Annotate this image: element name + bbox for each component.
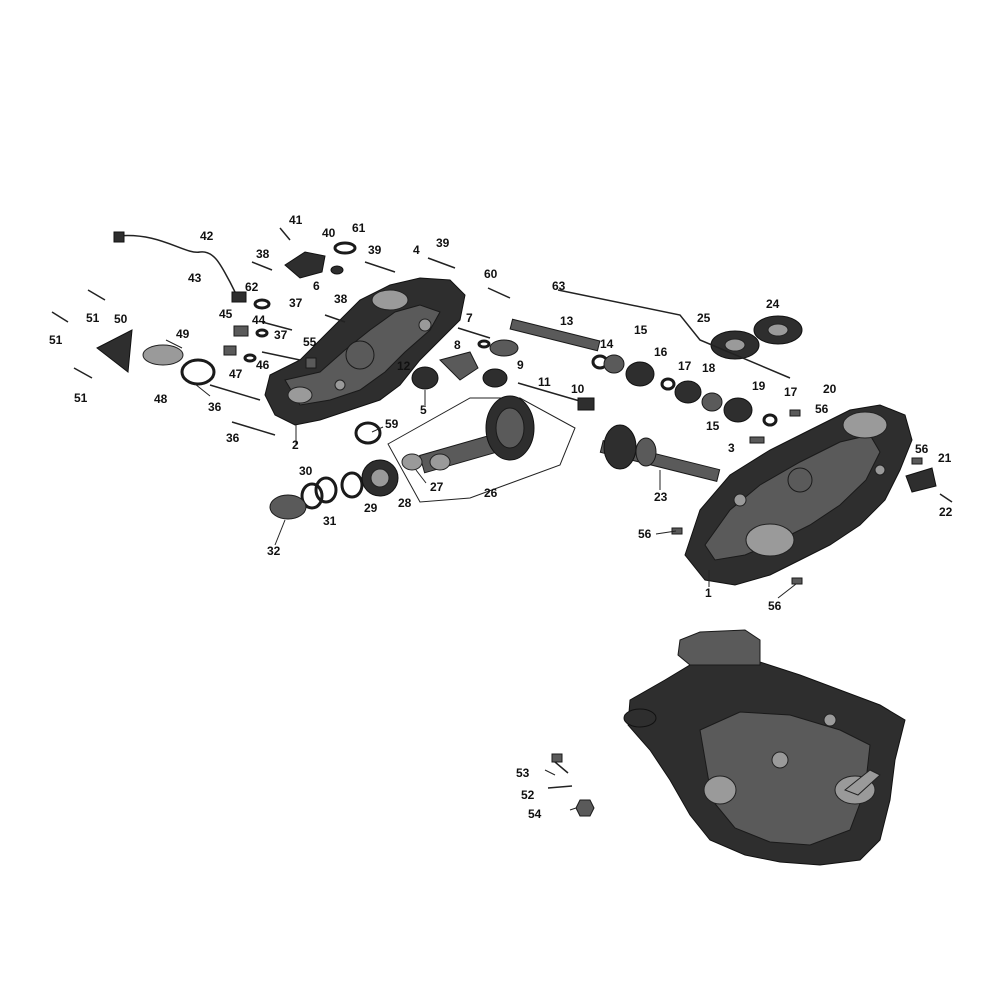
- callout-24: 24: [766, 297, 780, 311]
- leader-lines: [165, 339, 797, 811]
- callout-16: 16: [654, 345, 668, 359]
- callout-15-top: 15: [634, 323, 648, 337]
- callout-17-right: 17: [784, 385, 798, 399]
- callout-5: 5: [420, 403, 427, 417]
- callout-53: 53: [516, 766, 530, 780]
- callout-13: 13: [560, 314, 574, 328]
- callout-62: 62: [245, 280, 259, 294]
- callout-46: 46: [256, 358, 270, 372]
- callout-31: 31: [323, 514, 337, 528]
- callout-52: 52: [521, 788, 535, 802]
- callout-2: 2: [292, 438, 299, 452]
- callout-44: 44: [252, 313, 266, 327]
- right-crankcase-half: [684, 404, 913, 586]
- callout-37-upper: 37: [289, 296, 303, 310]
- callout-18: 18: [702, 361, 716, 375]
- shaft-23: [599, 424, 721, 482]
- callout-17-left: 17: [678, 359, 692, 373]
- callout-51-bottom: 51: [74, 391, 88, 405]
- callout-8: 8: [454, 338, 461, 352]
- callout-40: 40: [322, 226, 336, 240]
- callout-47: 47: [229, 367, 243, 381]
- callout-1: 1: [705, 586, 712, 600]
- callout-50: 50: [114, 312, 128, 326]
- callout-38-upper: 38: [256, 247, 270, 261]
- callout-39-left: 39: [368, 243, 382, 257]
- callout-36-upper: 36: [208, 400, 222, 414]
- callout-54: 54: [528, 807, 542, 821]
- callout-49: 49: [176, 327, 190, 341]
- callout-3: 3: [728, 441, 735, 455]
- callout-36-lower: 36: [226, 431, 240, 445]
- callout-11: 11: [538, 375, 551, 389]
- callout-27: 27: [430, 480, 444, 494]
- callout-29: 29: [364, 501, 378, 515]
- callout-48: 48: [154, 392, 168, 406]
- gear-assembly-26: [387, 395, 576, 503]
- callout-12: 12: [397, 359, 411, 373]
- callout-56-right: 56: [915, 442, 929, 456]
- callout-37-lower: 37: [274, 328, 288, 342]
- callout-38-lower: 38: [334, 292, 348, 306]
- callout-56-left: 56: [638, 527, 652, 541]
- callout-56-bottom: 56: [768, 599, 782, 613]
- callout-10: 10: [571, 382, 585, 396]
- callout-22: 22: [939, 505, 953, 519]
- callout-26: 26: [484, 486, 498, 500]
- callout-28: 28: [398, 496, 412, 510]
- assembled-engine: [623, 629, 906, 866]
- callout-60: 60: [484, 267, 498, 281]
- callout-15-bottom: 15: [706, 419, 720, 433]
- callout-4: 4: [413, 243, 420, 257]
- misc-components: [51, 227, 953, 585]
- left-crankcase-half: [264, 277, 466, 426]
- callout-7: 7: [466, 311, 473, 325]
- callout-56-upper: 56: [815, 402, 829, 416]
- callout-21: 21: [938, 451, 952, 465]
- callout-59: 59: [385, 417, 399, 431]
- callout-61: 61: [352, 221, 366, 235]
- callout-labels: 1 2 3 4 5 6 7 8 9 10 11 12 13 14 15 15 1…: [49, 213, 953, 821]
- callout-39-right: 39: [436, 236, 450, 250]
- callout-23: 23: [654, 490, 668, 504]
- callout-20: 20: [823, 382, 837, 396]
- callout-43: 43: [188, 271, 202, 285]
- callout-51-top: 51: [86, 311, 100, 325]
- callout-32: 32: [267, 544, 281, 558]
- callout-14: 14: [600, 337, 614, 351]
- callout-63: 63: [552, 279, 566, 293]
- callout-30: 30: [299, 464, 313, 478]
- callout-55: 55: [303, 335, 317, 349]
- callout-25: 25: [697, 311, 711, 325]
- callout-41: 41: [289, 213, 303, 227]
- callout-6: 6: [313, 279, 320, 293]
- fasteners-53-52-54: [547, 753, 595, 817]
- callout-42: 42: [200, 229, 214, 243]
- callout-51-left: 51: [49, 333, 63, 347]
- callout-19: 19: [752, 379, 766, 393]
- callout-45: 45: [219, 307, 233, 321]
- callout-9: 9: [517, 358, 524, 372]
